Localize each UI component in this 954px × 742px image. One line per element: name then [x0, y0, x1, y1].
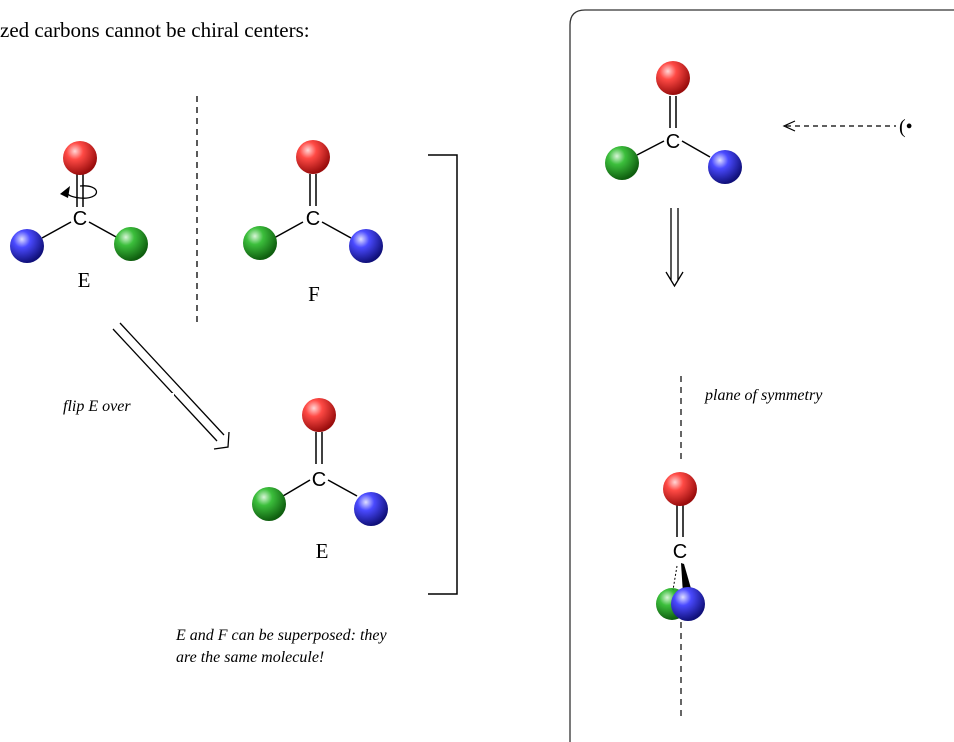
- header-text: zed carbons cannot be chiral centers:: [0, 18, 310, 42]
- oxygen-atom-red: [302, 398, 336, 432]
- molecule-e-label: E: [78, 268, 91, 292]
- eye-icon: (•: [899, 116, 913, 138]
- conclusion-line-1: E and F can be superposed: they: [175, 627, 388, 644]
- substituent-atom-green: [114, 227, 148, 261]
- substituent-atom-green: [605, 146, 639, 180]
- carbon-label: C: [666, 131, 680, 153]
- right-molecule-top: C: [605, 61, 742, 184]
- molecule-e-flipped: C E: [252, 398, 388, 563]
- substituent-atom-green: [252, 487, 286, 521]
- viewing-arrow: [782, 120, 896, 132]
- conclusion-line-2: are the same molecule!: [176, 649, 324, 666]
- substituent-atom-blue: [671, 587, 705, 621]
- substituent-atom-blue: [349, 229, 383, 263]
- molecule-f: C F: [243, 140, 383, 306]
- flip-arrow: [112, 322, 230, 450]
- right-molecule-side: C: [656, 472, 705, 621]
- substituent-atom-blue: [708, 150, 742, 184]
- oxygen-atom-red: [663, 472, 697, 506]
- substituent-atom-blue: [10, 229, 44, 263]
- molecule-e: C E: [10, 141, 148, 292]
- plane-of-symmetry-label: plane of symmetry: [704, 387, 823, 404]
- wedge-bond: [681, 563, 692, 594]
- carbon-label: C: [312, 469, 326, 491]
- rotation-arrow-icon: [65, 185, 98, 199]
- grouping-bracket: [428, 154, 458, 595]
- right-panel-frame: [569, 9, 954, 742]
- molecule-e-flipped-label: E: [316, 539, 329, 563]
- flip-label: flip E over: [63, 398, 131, 415]
- oxygen-atom-red: [63, 141, 97, 175]
- carbon-label: C: [73, 208, 87, 230]
- oxygen-atom-red: [296, 140, 330, 174]
- molecule-f-label: F: [308, 282, 320, 306]
- oxygen-atom-red: [656, 61, 690, 95]
- down-arrow: [665, 208, 684, 288]
- carbon-label: C: [673, 541, 687, 563]
- substituent-atom-green: [243, 226, 277, 260]
- substituent-atom-blue: [354, 492, 388, 526]
- carbon-label: C: [306, 208, 320, 230]
